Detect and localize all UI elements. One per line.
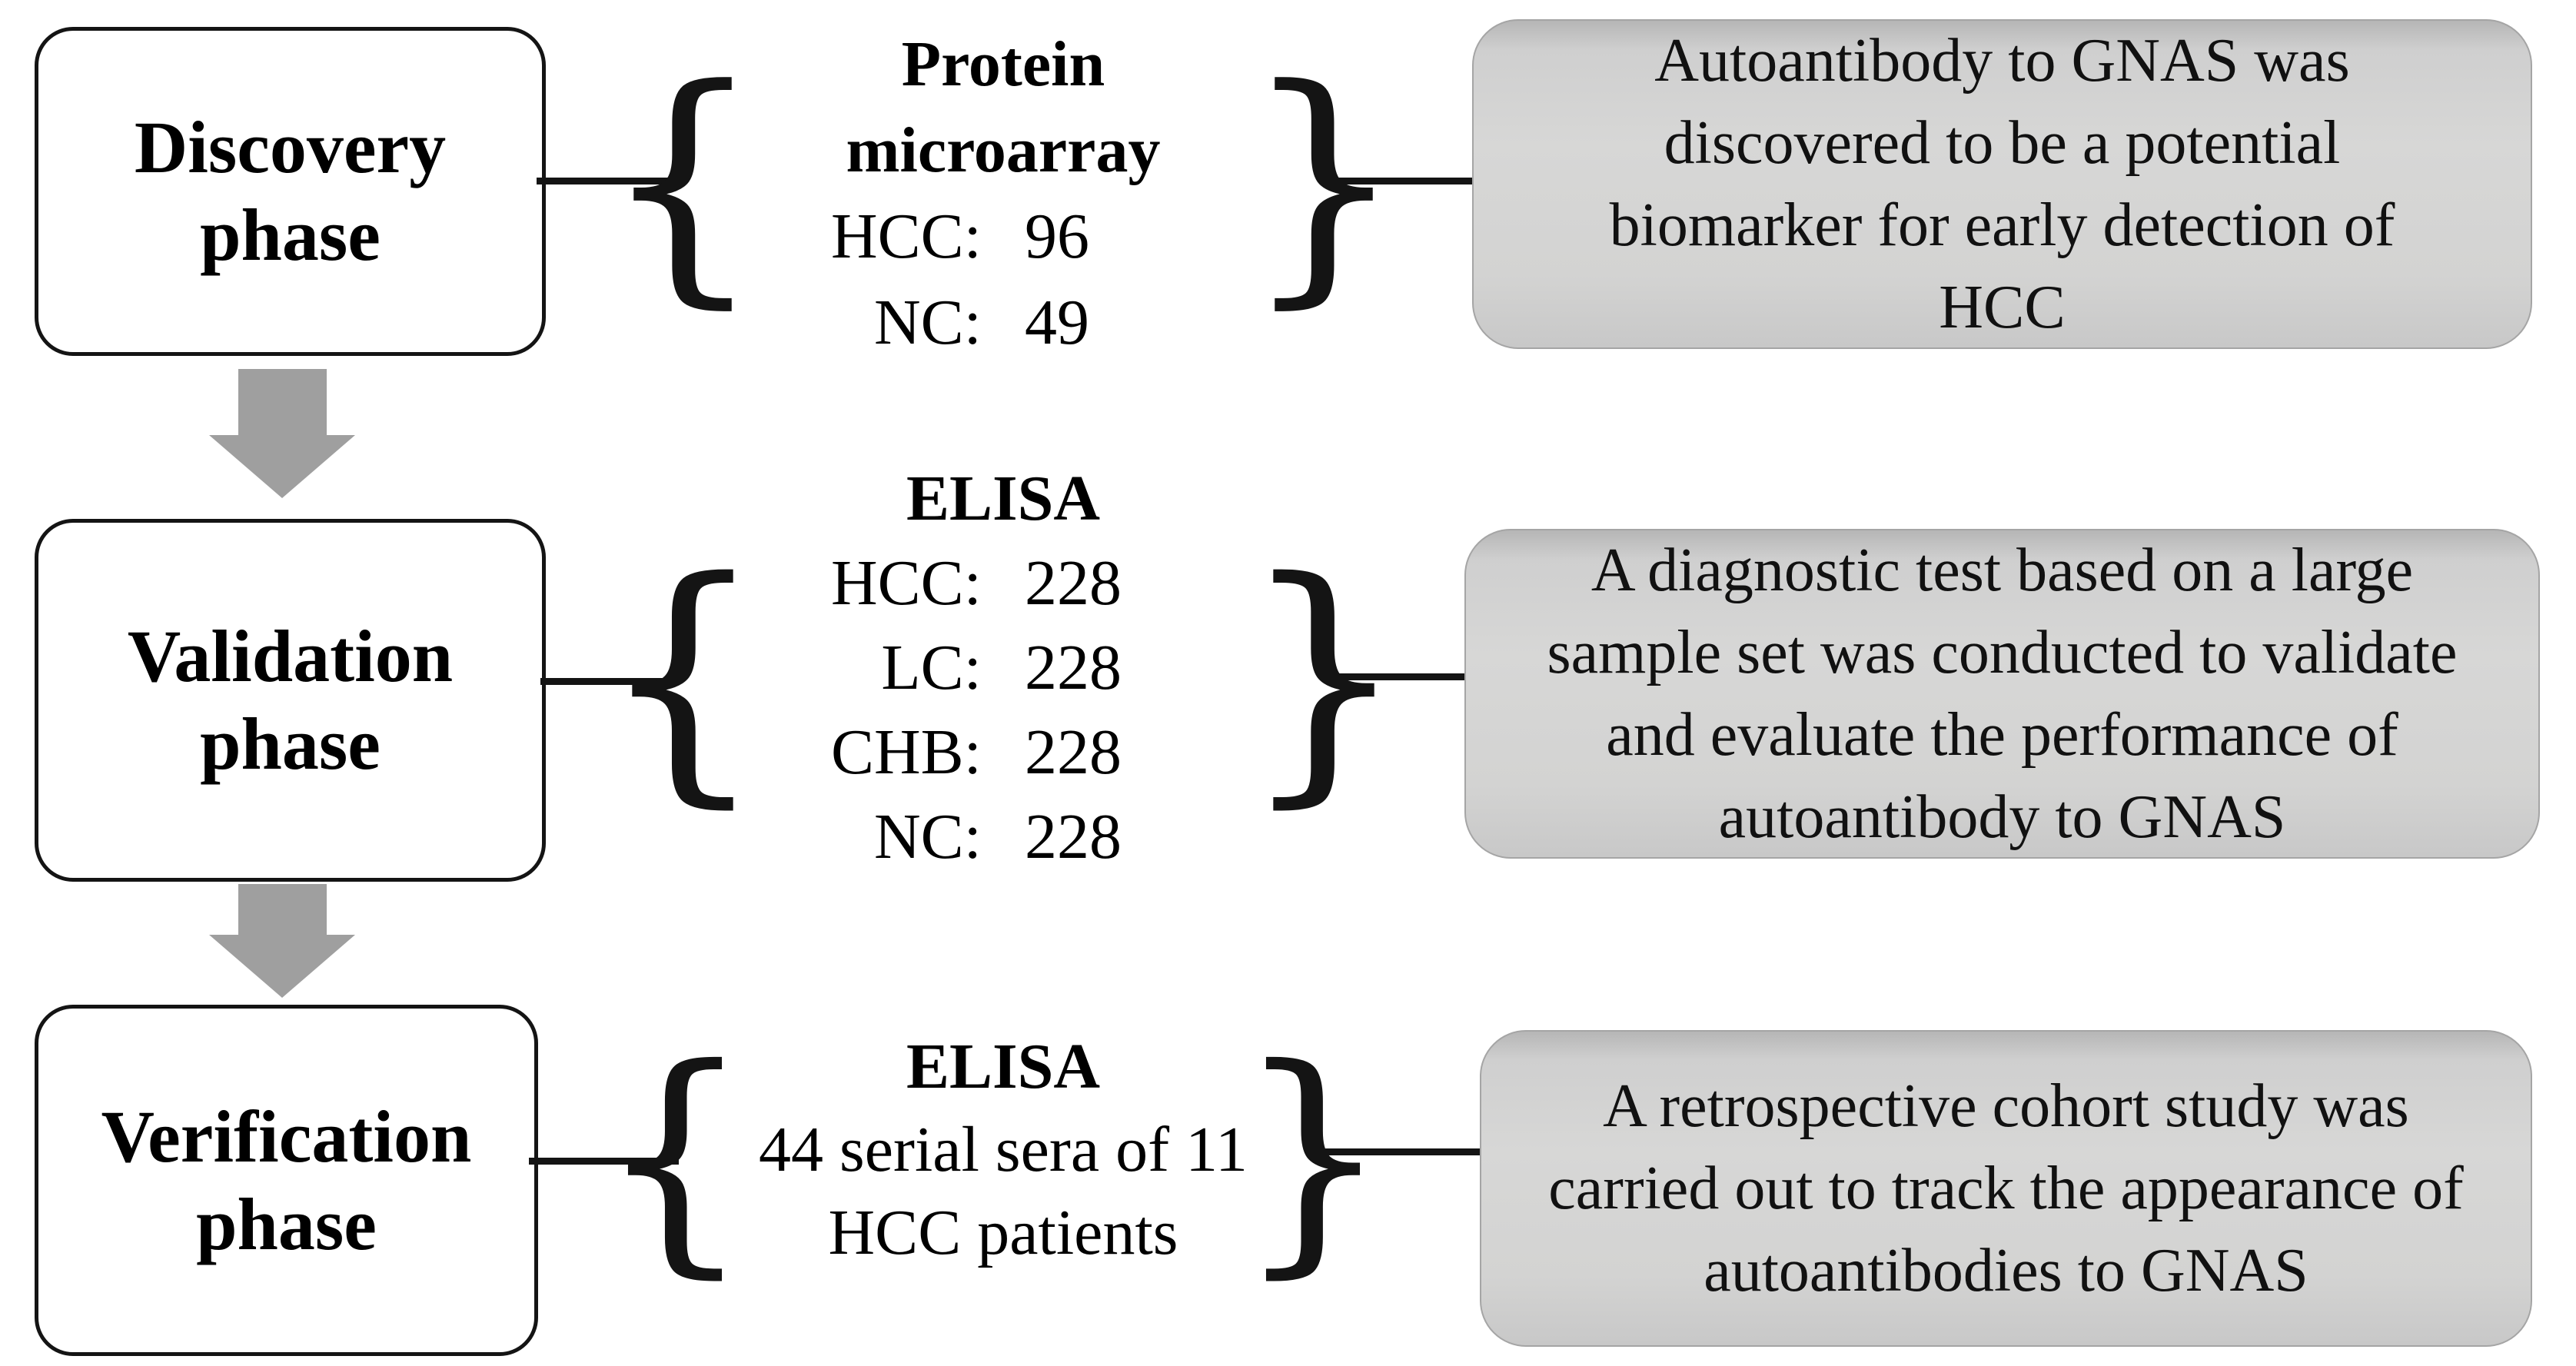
method-note-line: 44 serial sera of 11	[759, 1114, 1248, 1185]
sample-value: 228	[1025, 716, 1122, 788]
sample-label: LC:	[881, 632, 982, 703]
summary-box-verification: A retrospective cohort study was carried…	[1480, 1030, 2532, 1347]
sample-row: HCC: 228	[715, 541, 1291, 626]
sample-label: HCC:	[830, 201, 982, 272]
summary-text-line: autoantibodies to GNAS	[1703, 1236, 2308, 1305]
phase-label-line: Verification	[101, 1095, 472, 1178]
phase-box-verification: Verification phase	[35, 1005, 538, 1356]
summary-text-line: autoantibody to GNAS	[1718, 783, 2286, 851]
sample-value: 228	[1025, 547, 1122, 619]
phase-box-validation: Validation phase	[35, 519, 546, 882]
summary-text-line: HCC	[1939, 273, 2066, 341]
sample-value: 96	[1025, 201, 1089, 272]
summary-text-line: carried out to track the appearance of	[1548, 1154, 2464, 1222]
sample-row: NC: 49	[715, 280, 1291, 366]
summary-text-line: discovered to be a potential	[1664, 108, 2341, 177]
sample-row: LC: 228	[715, 626, 1291, 710]
summary-text-line: A retrospective cohort study was	[1603, 1072, 2409, 1140]
summary-text-line: A diagnostic test based on a large	[1590, 536, 2414, 604]
phase-box-discovery: Discovery phase	[35, 27, 546, 356]
method-note-line: HCC patients	[828, 1197, 1178, 1268]
method-block-verification: ELISA 44 serial sera of 11 HCC patients	[715, 1025, 1291, 1275]
connector-line	[1328, 673, 1467, 680]
phase-label-line: phase	[196, 1182, 377, 1265]
down-arrow-icon	[209, 935, 355, 998]
method-title: ELISA	[906, 463, 1101, 534]
phase-label-line: phase	[200, 703, 381, 785]
sample-label: NC:	[873, 801, 982, 872]
connector-line	[1316, 1148, 1482, 1155]
connector-line	[1328, 178, 1474, 184]
brace-right-icon: }	[1235, 1016, 1391, 1299]
method-title: microarray	[846, 115, 1161, 186]
sample-row: CHB: 228	[715, 710, 1291, 795]
connector-line	[537, 178, 679, 184]
sample-label: CHB:	[830, 716, 982, 788]
down-arrow-icon	[238, 884, 327, 938]
connector-line	[529, 1158, 679, 1165]
phase-label-line: Validation	[127, 615, 454, 697]
summary-text-line: biomarker for early detection of	[1609, 191, 2395, 259]
sample-label: NC:	[873, 287, 982, 358]
summary-text-line: Autoantibody to GNAS was	[1654, 26, 2350, 95]
method-title: ELISA	[906, 1031, 1101, 1102]
sample-row: NC: 228	[715, 795, 1291, 879]
down-arrow-icon	[209, 435, 355, 498]
summary-box-validation: A diagnostic test based on a large sampl…	[1464, 529, 2540, 859]
sample-value: 228	[1025, 801, 1122, 872]
down-arrow-icon	[238, 369, 327, 438]
brace-left-icon: {	[597, 1016, 753, 1299]
summary-box-discovery: Autoantibody to GNAS was discovered to b…	[1472, 19, 2532, 349]
method-block-discovery: Protein microarray HCC: 96 NC: 49	[715, 22, 1291, 366]
sample-value: 228	[1025, 632, 1122, 703]
sample-label: HCC:	[830, 547, 982, 619]
phase-label-line: Discovery	[134, 106, 447, 188]
phase-label-line: phase	[200, 194, 381, 276]
sample-row: HCC: 96	[715, 194, 1291, 280]
method-block-validation: ELISA HCC: 228 LC: 228 CHB: 228 NC: 228	[715, 457, 1291, 879]
sample-value: 49	[1025, 287, 1089, 358]
method-title: Protein	[901, 28, 1105, 100]
summary-text-line: and evaluate the performance of	[1606, 700, 2398, 769]
connector-line	[540, 678, 679, 685]
summary-text-line: sample set was conducted to validate	[1547, 618, 2458, 686]
